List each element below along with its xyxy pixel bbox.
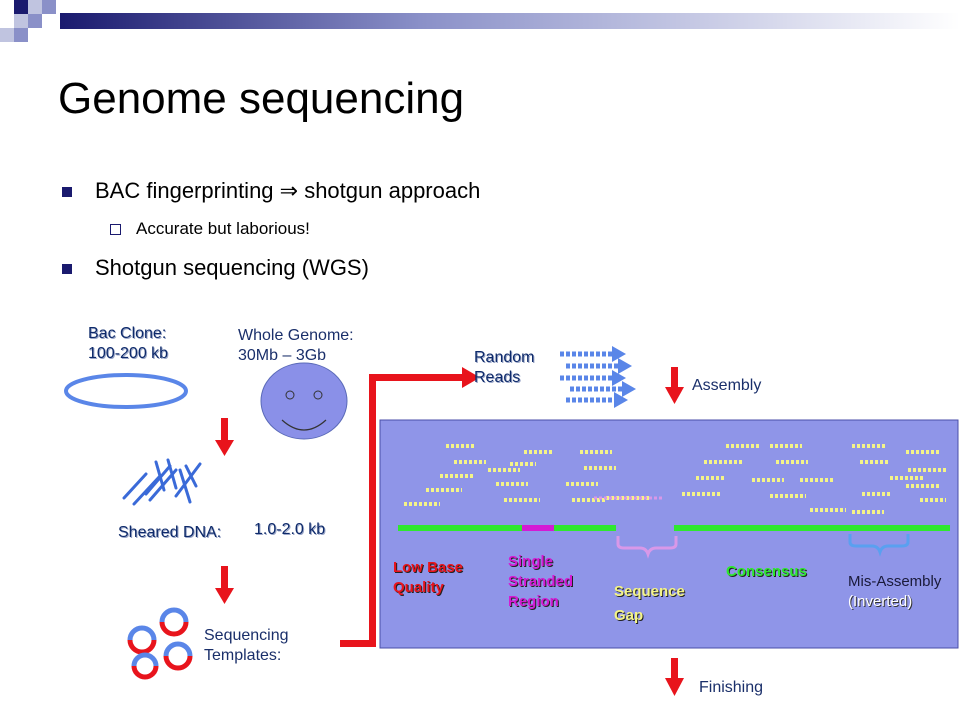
- slide-title: Genome sequencing: [58, 74, 465, 123]
- sequencing-templates: [127, 607, 193, 680]
- sub-bullet-accurate: Accurate but laborious!: [136, 219, 310, 238]
- bac-clone-text: Bac Clone:: [88, 325, 167, 342]
- low-base-text-2: Quality: [393, 579, 444, 596]
- seq-gap-text-1: Sequence: [614, 583, 685, 600]
- panel-reads: [404, 444, 946, 514]
- misassembly-brace: [848, 534, 910, 557]
- bullet-marker: [62, 264, 72, 274]
- finishing-label: Finishing: [699, 679, 764, 696]
- low-base-text-1: Low Base: [393, 559, 464, 576]
- path-arrow-to-reads: [340, 367, 480, 647]
- misassembly-text: Mis-Assembly: [848, 573, 942, 590]
- single-text-3: Region: [508, 593, 559, 610]
- single-stranded-label: Single Stranded Region: [508, 552, 573, 612]
- random-reads-text-1: Random: [474, 349, 535, 366]
- seq-templates-text-1: Sequencing: [204, 627, 289, 644]
- assembly-arrow: [665, 367, 684, 404]
- bullet-marker: [62, 187, 72, 197]
- assembly-panel: [379, 419, 959, 649]
- gap-brace: [616, 536, 678, 559]
- bac-clone-ellipse: [64, 373, 188, 409]
- single-text-1: Single: [508, 553, 554, 570]
- sheared-dna-label: Sheared DNA:: [118, 524, 222, 541]
- bullet-bac-fingerprinting: BAC fingerprinting ⇒ shotgun approach: [95, 178, 481, 203]
- sheared-dna-fragments: [122, 458, 202, 506]
- random-reads-label: Random Reads: [474, 348, 534, 388]
- random-reads-text-2: Reads: [474, 369, 521, 386]
- misassembly-label: Mis-Assembly (Inverted): [848, 572, 941, 612]
- seq-templates-text-2: Templates:: [204, 647, 282, 664]
- bac-size-text: 100-200 kb: [88, 345, 169, 362]
- whole-genome-face: [260, 362, 348, 440]
- whole-genome-text: Whole Genome:: [238, 327, 354, 344]
- assembly-label: Assembly: [692, 377, 762, 394]
- inverted-text: (Inverted): [848, 593, 913, 610]
- arrow-down-2: [215, 566, 234, 604]
- genome-size-text: 30Mb – 3Gb: [238, 347, 327, 364]
- bullet-shotgun-sequencing: Shotgun sequencing (WGS): [95, 255, 369, 280]
- sequencing-templates-label: Sequencing Templates:: [204, 626, 289, 666]
- arrow-down-1: [215, 418, 234, 456]
- low-base-quality-label: Low Base Quality: [393, 558, 463, 598]
- bac-clone-label: Bac Clone: 100-200 kb: [88, 324, 168, 364]
- single-text-2: Stranded: [508, 573, 574, 590]
- random-reads-arrows: [560, 351, 622, 403]
- whole-genome-label: Whole Genome: 30Mb – 3Gb: [238, 326, 354, 366]
- corner-decoration: [0, 0, 960, 42]
- consensus-label: Consensus: [726, 563, 807, 580]
- sheared-size-label: 1.0-2.0 kb: [254, 521, 326, 538]
- seq-gap-text-2: Gap: [614, 607, 644, 624]
- finishing-arrow: [665, 658, 684, 696]
- sub-bullet-marker: [110, 224, 121, 235]
- sequence-gap-label: Sequence Gap: [614, 580, 685, 628]
